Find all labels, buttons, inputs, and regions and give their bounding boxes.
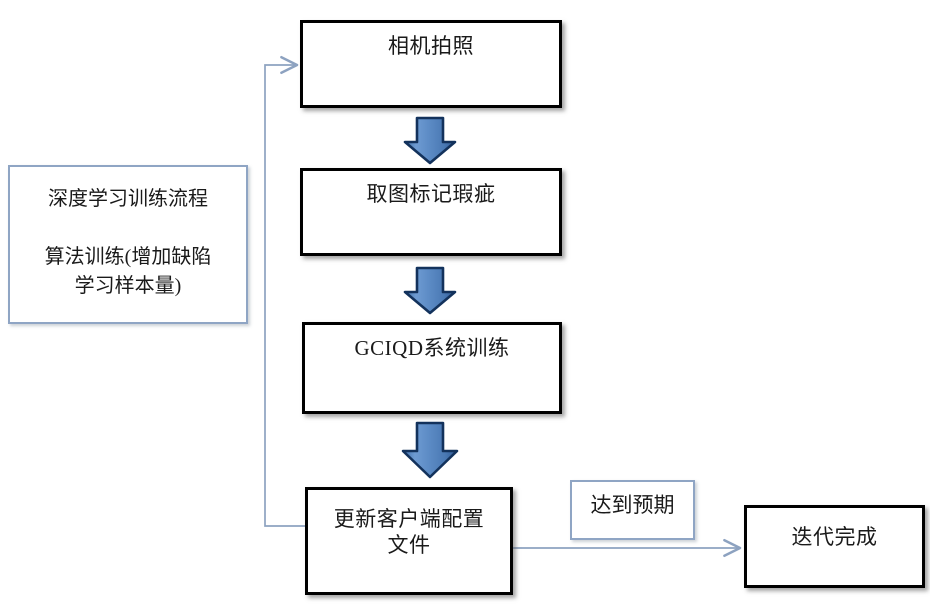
node-annotate-defects-label: 取图标记瑕疵	[366, 182, 496, 206]
training-process-info-box: 深度学习训练流程 算法训练(增加缺陷 学习样本量)	[8, 165, 248, 324]
block-arrow-annotate-to-train	[403, 266, 457, 315]
training-process-info-text: 深度学习训练流程 算法训练(增加缺陷 学习样本量)	[44, 188, 212, 297]
node-annotate-defects[interactable]: 取图标记瑕疵	[300, 168, 562, 256]
node-gciqd-system-training-label: GCIQD系统训练	[354, 336, 510, 360]
node-gciqd-system-training[interactable]: GCIQD系统训练	[302, 322, 562, 414]
node-update-client-config[interactable]: 更新客户端配置 文件	[305, 487, 513, 595]
node-camera-capture-label: 相机拍照	[388, 34, 474, 58]
block-arrow-train-to-update	[401, 421, 459, 479]
node-update-client-config-label: 更新客户端配置 文件	[333, 507, 485, 557]
node-iteration-complete[interactable]: 迭代完成	[744, 505, 925, 588]
label-expectation-met-text: 达到预期	[590, 493, 675, 517]
node-camera-capture[interactable]: 相机拍照	[300, 20, 562, 108]
label-expectation-met: 达到预期	[570, 480, 695, 540]
node-iteration-complete-label: 迭代完成	[791, 525, 878, 549]
edge-feedback-loop	[264, 55, 305, 527]
block-arrow-camera-to-annotate	[403, 116, 457, 165]
